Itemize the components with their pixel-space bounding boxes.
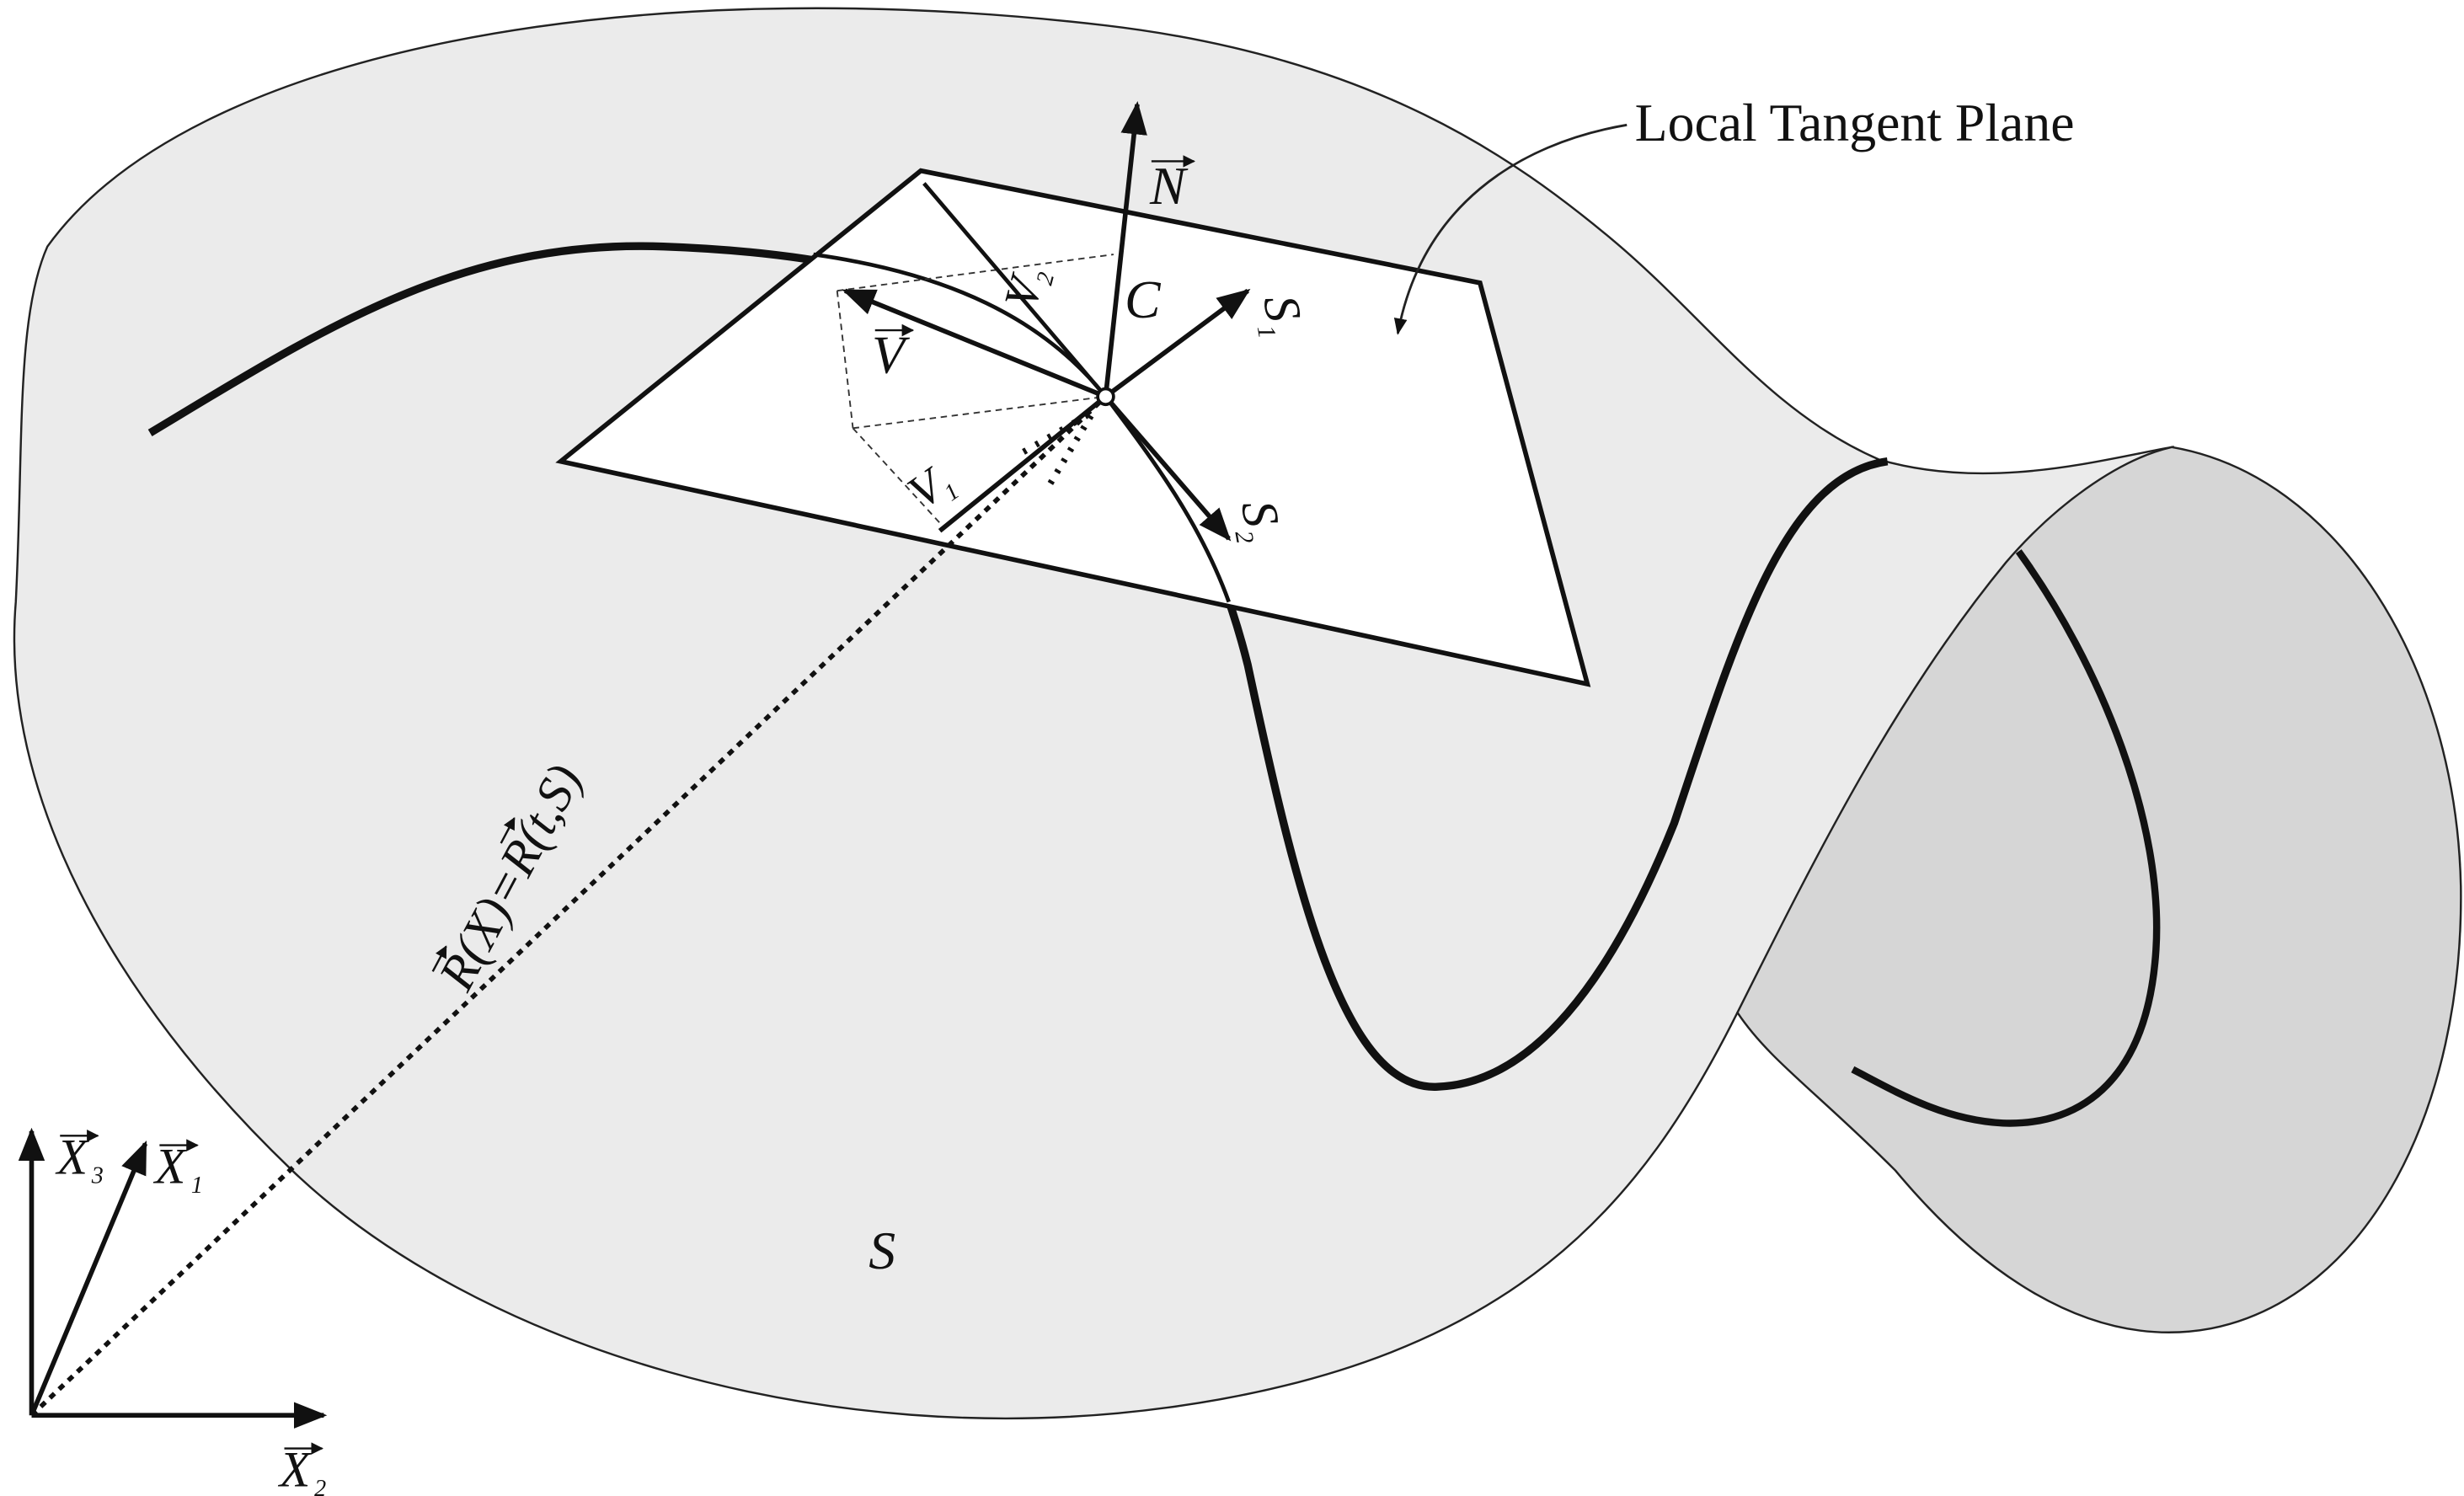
- svg-text:1: 1: [1252, 323, 1281, 341]
- curve-label: C: [1125, 270, 1162, 329]
- plane-leader-arrow: [1393, 123, 1628, 335]
- velocity-decomposition-box: [836, 254, 1114, 524]
- axis-x1-line: [29, 1141, 148, 1417]
- contact-point: [1096, 387, 1115, 407]
- velocity-arrow: [842, 288, 1107, 399]
- surface-body: [13, 7, 2175, 1420]
- position-vector-dots: [1047, 410, 1096, 485]
- surface-curve: [147, 242, 1889, 1091]
- v1-segment: [938, 394, 1108, 533]
- svg-text:X: X: [278, 1442, 313, 1496]
- normal-arrow: [1103, 101, 1147, 398]
- local-tangent-plane-label: Local Tangent Plane: [1635, 93, 2075, 152]
- axis-x1-label: X 1: [153, 1139, 203, 1199]
- tangent-plane: [555, 168, 1591, 687]
- tangent-s1-arrow: [1104, 288, 1251, 399]
- coordinate-axes: [18, 1127, 328, 1429]
- axis-x2-label: X 2: [278, 1442, 326, 1496]
- svg-text:2: 2: [1229, 528, 1259, 546]
- v2-direction-line: [922, 182, 1108, 398]
- normal-label: N: [1149, 156, 1189, 216]
- svg-text:X: X: [56, 1129, 90, 1184]
- svg-text:3: 3: [91, 1163, 104, 1189]
- surface-tube-inner: [1736, 446, 2462, 1333]
- svg-text:X: X: [153, 1139, 188, 1194]
- surface-curve-back: [1851, 549, 2161, 1127]
- svg-text:2: 2: [314, 1476, 326, 1496]
- svg-text:1: 1: [191, 1173, 203, 1199]
- surface-label: S: [869, 1221, 895, 1280]
- tangent-s2-arrow: [1104, 394, 1232, 542]
- axis-x3-label: X 3: [56, 1129, 104, 1189]
